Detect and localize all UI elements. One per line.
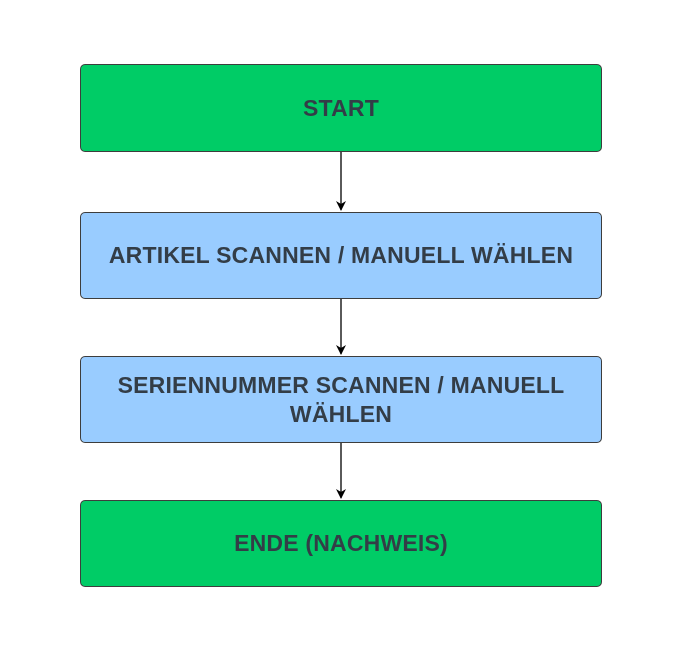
node-scan-article-label: ARTIKEL SCANNEN / MANUELL WÄHLEN — [108, 242, 574, 268]
node-end: ENDE (NACHWEIS) — [80, 500, 602, 587]
node-start-label: START — [303, 94, 379, 121]
node-start: START — [80, 64, 602, 152]
node-scan-article: ARTIKEL SCANNEN / MANUELL WÄHLEN — [80, 212, 602, 299]
node-scan-serial: SERIENNUMMER SCANNEN / MANUELL WÄHLEN — [80, 356, 602, 443]
node-end-label: ENDE (NACHWEIS) — [234, 530, 448, 556]
node-scan-serial-label: SERIENNUMMER SCANNEN / MANUELL WÄHLEN — [117, 371, 565, 427]
